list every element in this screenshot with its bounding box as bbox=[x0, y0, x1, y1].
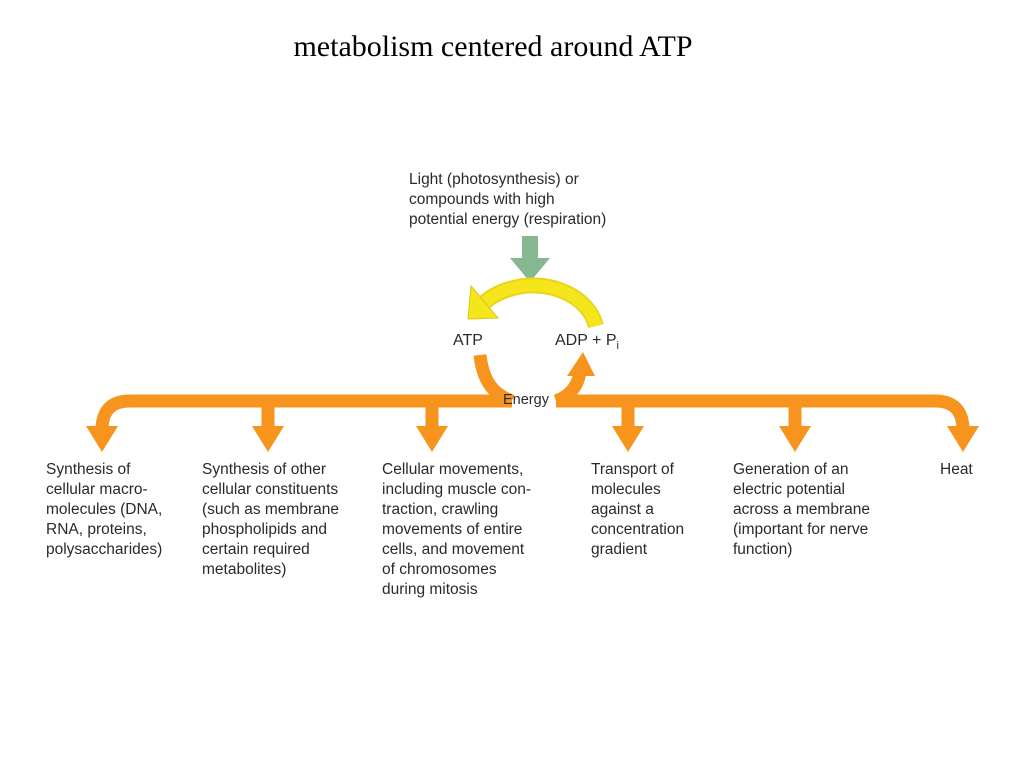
arrowhead-6 bbox=[947, 426, 979, 452]
adp-arrowhead bbox=[567, 352, 595, 376]
orange-energy-arrows bbox=[86, 352, 979, 452]
adp-main-text: ADP + P bbox=[555, 332, 617, 349]
arrowhead-5 bbox=[779, 426, 811, 452]
output-constituent-synthesis: Synthesis of other cellular constituents… bbox=[202, 461, 339, 578]
arrowhead-1 bbox=[86, 426, 118, 452]
output-heat: Heat bbox=[940, 461, 973, 478]
yellow-regeneration-arrow bbox=[467, 277, 604, 329]
output-macromolecule-synthesis: Synthesis of cellular macro- molecules (… bbox=[46, 461, 163, 558]
atp-label: ATP bbox=[453, 332, 483, 349]
arrowhead-3 bbox=[416, 426, 448, 452]
adp-subscript: i bbox=[616, 340, 619, 353]
output-cellular-movements: Cellular movements, including muscle con… bbox=[382, 461, 532, 598]
energy-source-label: Light (photosynthesis) or compounds with… bbox=[409, 171, 607, 228]
energy-label: Energy bbox=[503, 392, 549, 408]
right-branch bbox=[556, 394, 970, 431]
slide-title: metabolism centered around ATP bbox=[293, 30, 693, 63]
output-transport: Transport of molecules against a concent… bbox=[591, 461, 685, 558]
green-input-arrow bbox=[510, 236, 550, 282]
adp-pi-label: ADP + Pi bbox=[555, 331, 619, 356]
left-branch bbox=[95, 394, 512, 431]
arrowhead-2 bbox=[252, 426, 284, 452]
arrowhead-4 bbox=[612, 426, 644, 452]
output-electric-potential: Generation of an electric potential acro… bbox=[733, 461, 870, 558]
